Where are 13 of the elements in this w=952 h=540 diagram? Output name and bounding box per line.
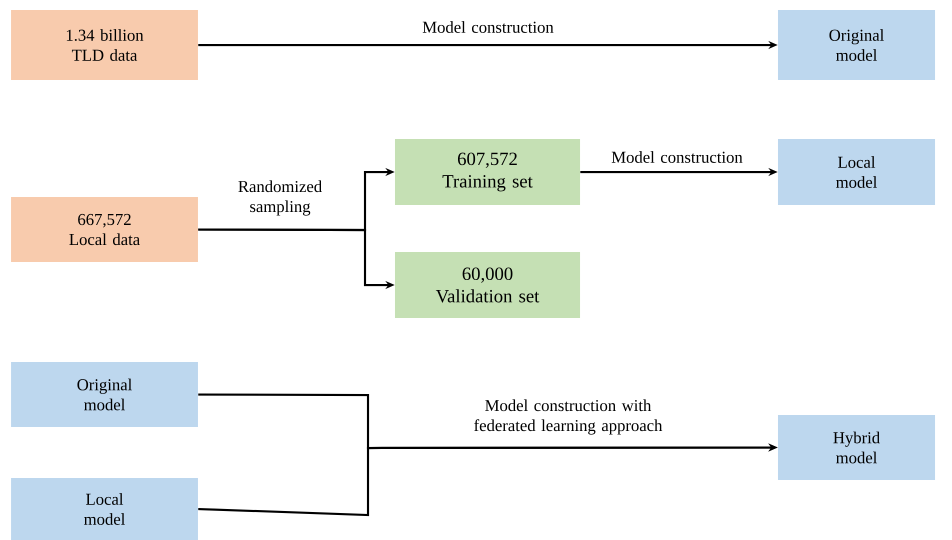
data-box: 667,572 Local data (11, 196, 198, 262)
data-box: Original model (778, 10, 936, 80)
data-box: Local model (778, 139, 936, 205)
data-box: Original model (11, 362, 198, 428)
data-box: 60,000 Validation set (394, 252, 580, 318)
edge-label: Model construction with federated learning approach (474, 399, 662, 435)
edge-label: Model construction (422, 21, 554, 33)
edge-label: Model construction (612, 151, 742, 163)
edge-label: Randomized sampling (238, 180, 322, 216)
data-box: Local model (11, 478, 198, 540)
data-box: 1.34 billion TLD data (11, 10, 198, 80)
data-box: 607,572 Training set (394, 139, 580, 205)
data-box: Hybrid model (778, 414, 936, 480)
